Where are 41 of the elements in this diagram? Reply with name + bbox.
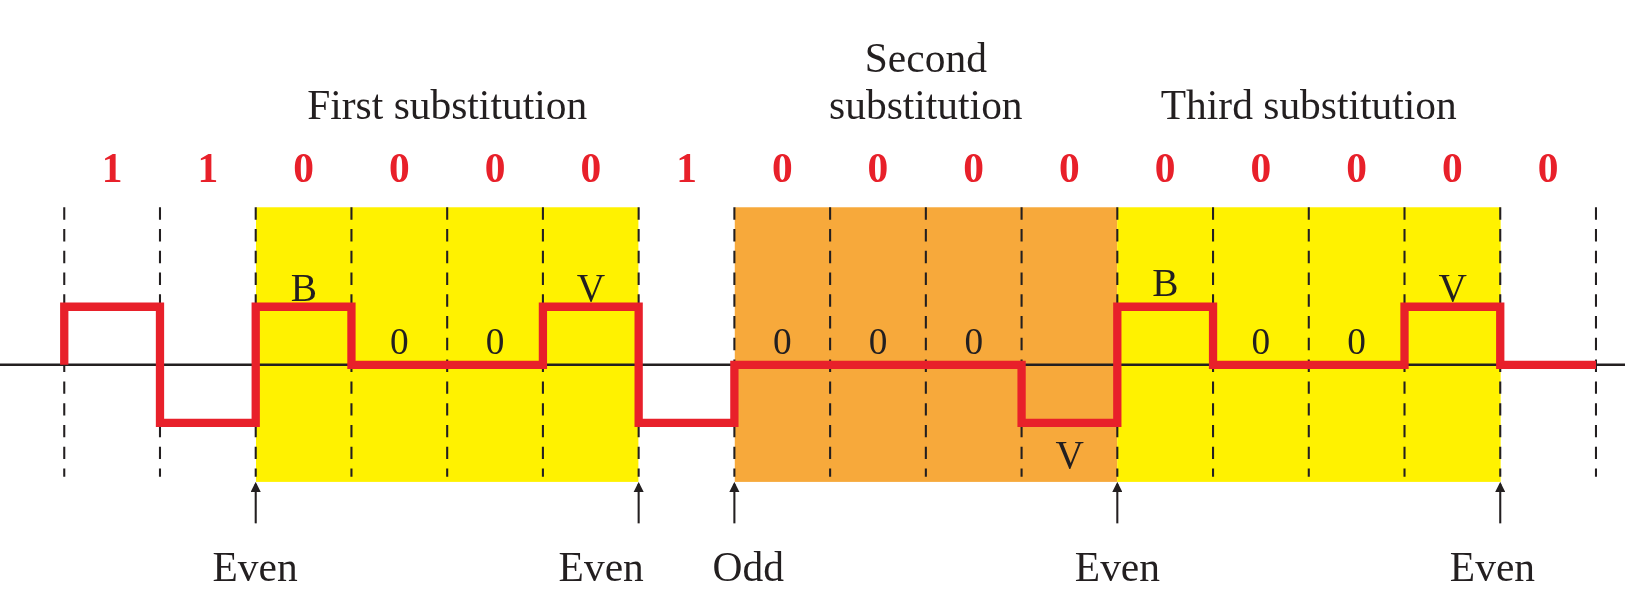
bit-value: 1 — [197, 148, 219, 190]
bit-value: 0 — [867, 148, 889, 190]
bit-value: 0 — [484, 148, 506, 190]
parity-label: Even — [1074, 547, 1160, 589]
bit-value: 0 — [580, 148, 602, 190]
band-heading: Second substitution — [828, 34, 1024, 130]
parity-label: Even — [212, 547, 298, 589]
bit-value: 0 — [1442, 148, 1463, 190]
bit-value: 0 — [388, 148, 410, 190]
pulse-label: 0 — [868, 323, 888, 361]
arrow — [250, 481, 261, 524]
pulse-label: B — [1152, 263, 1179, 303]
bit-value: 0 — [1250, 148, 1272, 190]
pulse-label: 0 — [772, 323, 792, 361]
arrow — [633, 481, 644, 524]
pulse-label: 0 — [1251, 323, 1271, 361]
bit-value: 0 — [293, 148, 314, 190]
arrow — [1495, 481, 1506, 524]
band-heading: Third substitution — [1159, 81, 1458, 130]
pulse-label: V — [576, 267, 606, 307]
pulse-label: 0 — [964, 323, 984, 361]
pulse-label: V — [1055, 435, 1084, 475]
pulse-label: V — [1438, 267, 1467, 307]
bit-value: 0 — [1154, 148, 1176, 190]
parity-label: Even — [558, 547, 644, 589]
bit-value: 0 — [1346, 148, 1367, 190]
pulse-label: B — [290, 267, 317, 307]
arrow — [1112, 481, 1123, 524]
bit-value: 1 — [101, 148, 123, 190]
bit-value: 1 — [676, 148, 697, 190]
parity-label: Odd — [712, 547, 784, 589]
bit-value: 0 — [1059, 148, 1080, 190]
pulse-label: 0 — [390, 323, 409, 361]
bit-value: 0 — [963, 148, 985, 190]
arrow — [729, 481, 740, 524]
parity-label: Even — [1449, 547, 1536, 589]
pulse-label: 0 — [485, 323, 505, 361]
bit-value: 0 — [1537, 148, 1559, 190]
band-heading: First substitution — [306, 81, 589, 130]
pulse-label: 0 — [1347, 323, 1366, 361]
bit-value: 0 — [771, 148, 793, 190]
